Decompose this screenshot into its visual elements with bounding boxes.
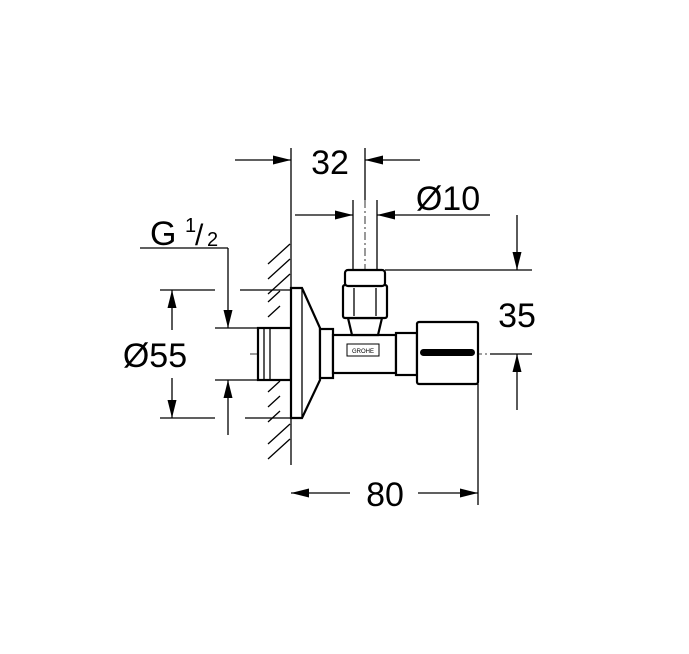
dimension-pipe-diameter-label: Ø10 — [416, 180, 480, 218]
hatch-line — [267, 273, 291, 295]
dimension-35-label: 35 — [498, 297, 536, 335]
dimension-80-label: 80 — [366, 476, 404, 514]
dimension-32: 32 — [235, 144, 420, 200]
thread-denominator: 2 — [207, 229, 218, 251]
dimension-escutcheon: Ø55 — [123, 289, 291, 419]
hatch-line — [267, 258, 291, 280]
hatch-line — [267, 243, 291, 265]
dimension-32-label: 32 — [311, 144, 349, 182]
hatch-line — [267, 423, 291, 445]
hatch-line — [267, 380, 281, 393]
dimension-thread: G 1 / 2 — [140, 215, 258, 435]
escutcheon-diameter-label: Ø55 — [123, 337, 187, 375]
hatch-line — [267, 290, 281, 303]
dimension-35: 35 — [385, 215, 536, 410]
hatch-line — [267, 438, 291, 460]
logo-text: GROHE — [352, 349, 374, 355]
dimension-80: 80 — [291, 384, 479, 514]
logo — [346, 343, 380, 357]
thread-numerator: 1 — [185, 215, 196, 237]
valve-body: GROHE — [256, 200, 480, 420]
hatch-line — [267, 395, 281, 408]
thread-slash: / — [195, 219, 204, 252]
hatch-line — [267, 305, 281, 318]
thread-label: G — [150, 215, 176, 253]
dimension-pipe-diameter: Ø10 — [295, 180, 490, 220]
hatch-line — [267, 410, 281, 423]
